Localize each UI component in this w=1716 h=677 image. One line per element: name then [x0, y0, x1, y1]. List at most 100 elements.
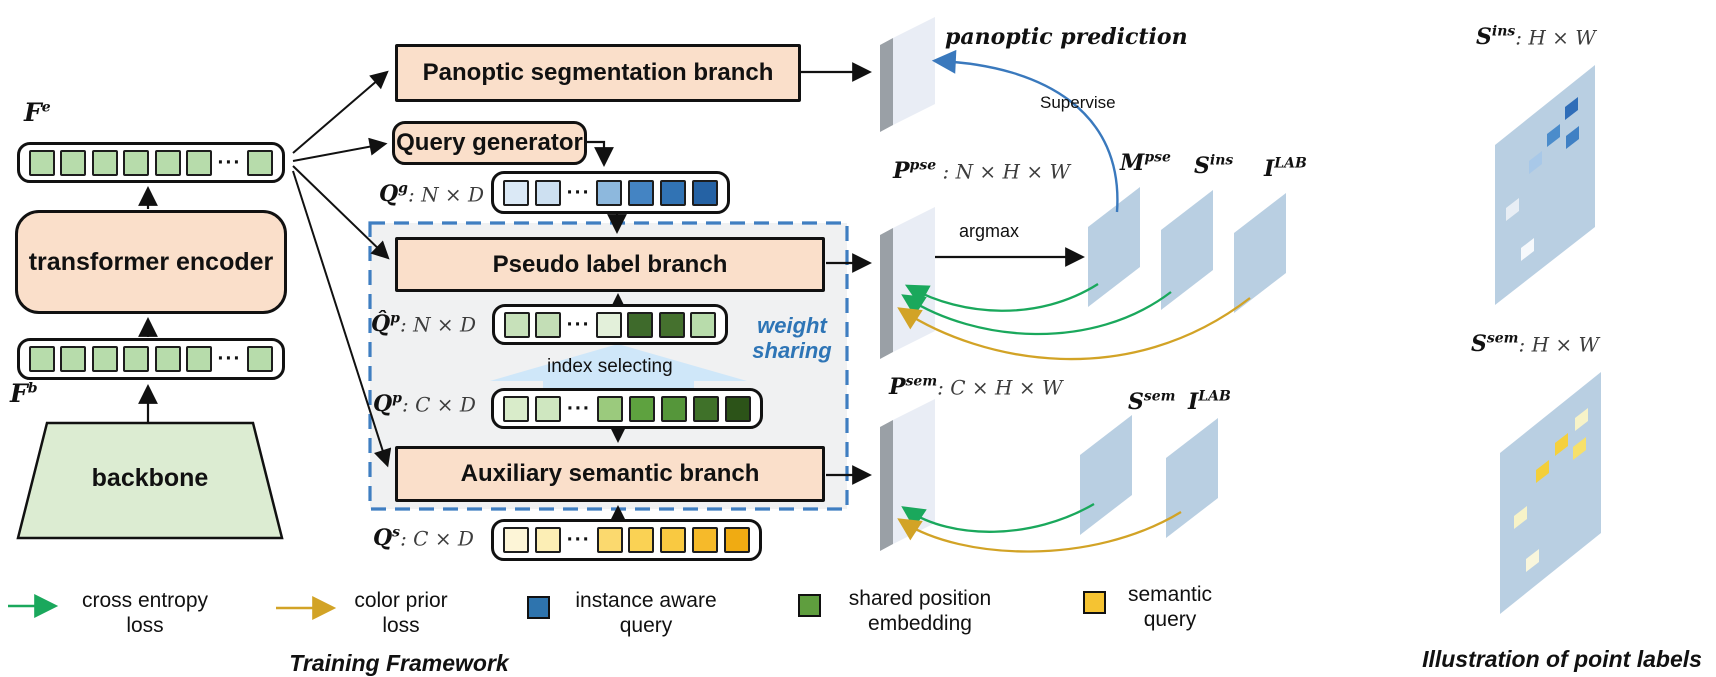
auxiliary-branch-label: Auxiliary semantic branch — [460, 460, 760, 487]
legend-blue-square — [527, 596, 550, 619]
arrow-ce-loss-sins — [901, 291, 1172, 336]
token-square — [691, 179, 718, 206]
token-square — [503, 527, 529, 553]
qg-label: Qg: N × D — [379, 181, 485, 208]
token-square — [627, 311, 654, 338]
arrow-ce-loss-ssem — [901, 503, 1095, 533]
point-label — [1526, 549, 1539, 572]
ellipsis: ··· — [566, 312, 591, 336]
sins-illustration-plane — [1495, 65, 1595, 305]
token-square — [658, 311, 685, 338]
mpse-label: Mpse — [1120, 150, 1171, 177]
ilab-plane — [1234, 193, 1286, 313]
qs-token-row: ··· — [491, 519, 762, 561]
arrow-ce-loss-mpse — [904, 283, 1099, 312]
psem-map — [880, 399, 935, 551]
sins-plane — [1161, 190, 1213, 310]
token-square — [724, 395, 751, 422]
token-square — [628, 395, 655, 422]
arrow-fe-to-auxiliary-branch — [292, 170, 392, 468]
index-selecting-label: index selecting — [547, 356, 673, 377]
token-square — [29, 149, 55, 176]
mpse-plane — [1088, 187, 1140, 307]
illustration-caption: Illustration of point labels — [1422, 646, 1702, 672]
arrow-fe-to-panoptic-branch — [292, 70, 389, 154]
arrow-supervise — [931, 49, 1119, 213]
panoptic-branch-label: Panoptic segmentation branch — [422, 59, 774, 86]
token-square — [595, 311, 622, 338]
point-label — [1536, 460, 1549, 483]
legend-green-square — [798, 594, 821, 617]
ellipsis: ··· — [566, 528, 591, 551]
fb-label: Fb — [10, 379, 38, 408]
arrow-fe-to-pseudo-branch — [292, 165, 390, 260]
token-square — [186, 149, 213, 176]
query-generator-box[interactable]: Query generator — [392, 121, 587, 165]
ellipsis: ··· — [217, 347, 242, 370]
ssem-illustration-plane — [1500, 372, 1601, 614]
ppse-map — [880, 207, 935, 359]
supervise-label: Supervise — [1040, 93, 1116, 112]
token-square — [596, 395, 623, 422]
pseudo-label-branch-box[interactable]: Pseudo label branch — [395, 237, 825, 292]
token-square — [503, 179, 529, 206]
point-label — [1575, 408, 1588, 431]
ellipsis: ··· — [566, 180, 591, 204]
arrow-color-prior-ilab2 — [897, 511, 1182, 553]
point-label — [1566, 126, 1579, 149]
qg-token-row: ··· — [491, 171, 730, 214]
arrow-query-generator-to-qg — [587, 140, 614, 167]
token-square — [246, 149, 273, 176]
token-square — [660, 179, 687, 206]
ssem-point-labels — [1514, 408, 1588, 572]
token-square — [60, 149, 87, 176]
panoptic-segmentation-branch-box[interactable]: Panoptic segmentation branch — [395, 44, 801, 102]
psem-label: Psem: C × H × W — [889, 374, 1063, 401]
token-square — [596, 179, 623, 206]
token-square — [91, 149, 118, 176]
fe-label: Fe — [24, 98, 51, 127]
auxiliary-semantic-branch-box[interactable]: Auxiliary semantic branch — [395, 446, 825, 502]
ellipsis: ··· — [217, 150, 242, 174]
sins-label: Sins — [1194, 153, 1234, 180]
point-label — [1521, 238, 1534, 261]
token-square — [535, 395, 561, 422]
token-square — [534, 179, 561, 206]
panoptic-prediction-map — [880, 17, 935, 132]
token-square — [123, 149, 150, 176]
token-square — [689, 311, 716, 338]
ssem-plane — [1080, 415, 1132, 535]
token-square — [534, 527, 561, 553]
token-square — [246, 346, 273, 372]
pseudo-branch-label: Pseudo label branch — [492, 250, 728, 278]
token-square — [692, 395, 719, 422]
qhat-token-row: ··· — [492, 304, 728, 345]
point-label — [1547, 124, 1560, 147]
ssem-label: Ssem — [1128, 389, 1176, 416]
token-square — [628, 527, 655, 553]
ellipsis: ··· — [567, 396, 591, 420]
ilab2-label: ILAB — [1188, 389, 1231, 416]
transformer-encoder-box[interactable]: transformer encoder — [15, 210, 287, 314]
token-square — [596, 527, 623, 553]
backbone-label: backbone — [91, 464, 209, 492]
token-square — [535, 311, 562, 338]
token-square — [692, 527, 719, 553]
token-square — [60, 346, 87, 372]
token-square — [503, 395, 529, 422]
token-square — [628, 179, 655, 206]
qs-label: Qs: C × D — [373, 525, 474, 552]
query-generator-label: Query generator — [396, 129, 583, 156]
arrow-color-prior-ilab — [897, 297, 1251, 361]
token-square — [91, 346, 118, 372]
legend-yellow-square — [1083, 591, 1106, 614]
ilab2-plane — [1166, 418, 1218, 538]
argmax-label: argmax — [959, 221, 1020, 241]
qp-label: Qp: C × D — [373, 391, 476, 418]
token-square — [504, 311, 530, 338]
token-square — [660, 395, 687, 422]
